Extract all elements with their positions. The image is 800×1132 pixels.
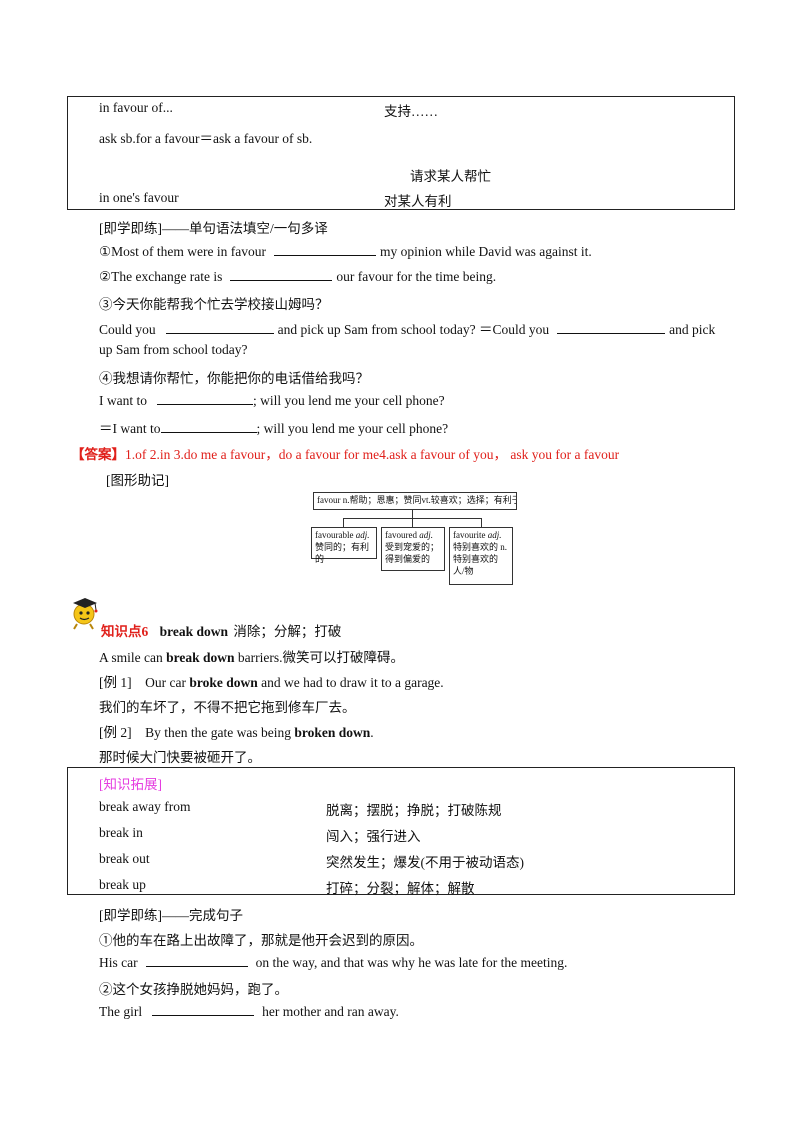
example-keyword: broken down: [294, 725, 371, 740]
diagram-root-text: favour n.帮助；恩惠；赞同vt.较喜欢；选择；有利于: [317, 495, 517, 505]
practice-question: Could you and pick up Sam from school tod…: [99, 318, 715, 338]
phrase-en: ask sb.for a favour＝ask a favour of sb.: [99, 131, 313, 146]
diagram-child-node: favoured adj. 受到宠爱的；得到偏爱的: [381, 527, 445, 571]
extension-en: break up: [99, 877, 146, 892]
connector: [412, 510, 413, 519]
answer-blank[interactable]: [152, 1003, 255, 1016]
question-text: ②The exchange rate is: [99, 269, 223, 284]
question-text: and pick: [669, 322, 716, 337]
example-line: A smile can break down barriers.微笑可以打破障碍…: [99, 646, 404, 666]
answer-line: 【答案】1.of 2.in 3.do me a favour，do a favo…: [71, 443, 619, 463]
question-text: ①Most of them were in favour: [99, 244, 266, 259]
extension-en: break out: [99, 851, 150, 866]
example-text: and we had to draw it to a garage.: [261, 675, 444, 690]
practice-question-cont: up Sam from school today?: [99, 342, 248, 357]
practice-header: [即学即练]——单句语法填空/一句多译: [99, 221, 328, 236]
example-text: .: [370, 725, 374, 740]
diagram-root-node: favour n.帮助；恩惠；赞同vt.较喜欢；选择；有利于: [313, 492, 517, 510]
example-line: [例 1] Our car broke down and we had to d…: [99, 671, 444, 691]
practice-question-zh: ②这个女孩挣脱她妈妈，跑了。: [99, 982, 288, 997]
extension-en: break in: [99, 825, 143, 840]
favour-phrases-box: [67, 96, 735, 210]
practice-question-zh: ④我想请你帮忙，你能把你的电话借给我吗？: [99, 371, 369, 386]
child-pos: adj.: [487, 530, 502, 540]
kp-label: 知识点6: [101, 624, 149, 639]
answer-blank[interactable]: [160, 420, 257, 433]
phrase-zh: 请求某人帮忙: [410, 169, 491, 184]
example-line: [例 2] By then the gate was being broken …: [99, 721, 374, 741]
child-meaning: 受到宠爱的；得到偏爱的: [385, 542, 440, 564]
question-text: our favour for the time being.: [336, 269, 497, 284]
answer-blank[interactable]: [230, 268, 333, 281]
phrase-zh: 对某人有利: [384, 194, 452, 209]
knowledge-point-title: 知识点6 break down 消除；分解；打破: [101, 620, 341, 640]
practice-question: ①Most of them were in favour my opinion w…: [99, 243, 592, 260]
example-keyword: broke down: [189, 675, 258, 690]
answer-blank[interactable]: [145, 954, 248, 967]
practice-header: [即学即练]——完成句子: [99, 908, 243, 923]
extension-zh: 突然发生；爆发(不用于被动语态): [326, 855, 524, 870]
child-meaning: 赞同的；有利的: [315, 542, 370, 564]
answer-blank[interactable]: [273, 243, 376, 256]
kp-phrase: break down: [159, 624, 229, 639]
diagram-child-node: favourite adj. 特别喜欢的 n.特别喜欢的人/物: [449, 527, 513, 585]
connector: [343, 518, 344, 528]
answer-blank[interactable]: [157, 392, 253, 405]
child-word: favourite: [453, 530, 486, 540]
practice-question: ＝I want to ; will you lend me your cell p…: [99, 417, 448, 437]
child-meaning: 特别喜欢的 n.特别喜欢的人/物: [453, 542, 508, 576]
extension-title: [知识拓展]: [99, 777, 162, 792]
practice-question-zh: ③今天你能帮我个忙去学校接山姆吗？: [99, 297, 329, 312]
answer-label: 【答案】: [71, 447, 125, 462]
connector: [481, 518, 482, 528]
answer-text: 1.of 2.in 3.do me a favour，do a favour f…: [125, 447, 620, 462]
practice-question: I want to ; will you lend me your cell ph…: [99, 392, 445, 409]
question-text: Could you: [99, 322, 156, 337]
knowledge-extension-box: [67, 767, 735, 895]
kp-meaning: 消除；分解；打破: [233, 624, 342, 639]
diagram-child-node: favourable adj. 赞同的；有利的: [311, 527, 377, 564]
extension-zh: 打碎；分裂；解体；解散: [326, 881, 475, 896]
extension-zh: 闯入；强行进入: [326, 829, 421, 844]
example-translation: 那时候大门快要被砸开了。: [99, 750, 261, 765]
child-pos: adj.: [419, 530, 433, 540]
practice-question: His car on the way, and that was why he w…: [99, 954, 567, 971]
question-text: The girl: [99, 1004, 143, 1019]
connector: [412, 518, 413, 528]
phrase-en: in favour of...: [99, 100, 173, 115]
example-translation: 我们的车坏了，不得不把它拖到修车厂去。: [99, 700, 356, 715]
practice-question: ②The exchange rate is our favour for the …: [99, 268, 496, 285]
example-text: [例 1] Our car: [99, 675, 186, 690]
answer-blank[interactable]: [165, 321, 274, 334]
diagram-header: [图形助记]: [106, 473, 169, 488]
question-text: and pick up Sam from school today? ＝Coul…: [277, 322, 550, 337]
answer-blank[interactable]: [557, 321, 666, 334]
question-text: His car: [99, 955, 138, 970]
example-keyword: break down: [166, 650, 235, 665]
question-text: ＝I want to: [99, 421, 161, 436]
question-text: on the way, and that was why he was late…: [255, 955, 568, 970]
question-text: her mother and ran away.: [262, 1004, 399, 1019]
child-pos: adj.: [355, 530, 370, 540]
practice-question: The girl her mother and ran away.: [99, 1003, 399, 1020]
question-text: I want to: [99, 393, 147, 408]
scholar-mascot-icon: [69, 594, 101, 630]
example-text: [例 2] By then the gate was being: [99, 725, 291, 740]
child-word: favoured: [385, 530, 417, 540]
practice-question-zh: ①他的车在路上出故障了，那就是他开会迟到的原因。: [99, 933, 423, 948]
question-text: my opinion while David was against it.: [379, 244, 592, 259]
phrase-en: in one's favour: [99, 190, 179, 205]
child-word: favourable: [315, 530, 354, 540]
extension-zh: 脱离；摆脱；挣脱；打破陈规: [326, 803, 502, 818]
example-text: barriers.微笑可以打破障碍。: [237, 650, 405, 665]
question-text: ; will you lend me your cell phone?: [253, 393, 445, 408]
extension-en: break away from: [99, 799, 191, 814]
example-text: A smile can: [99, 650, 163, 665]
question-text: ; will you lend me your cell phone?: [256, 421, 449, 436]
phrase-zh: 支持……: [384, 104, 438, 119]
